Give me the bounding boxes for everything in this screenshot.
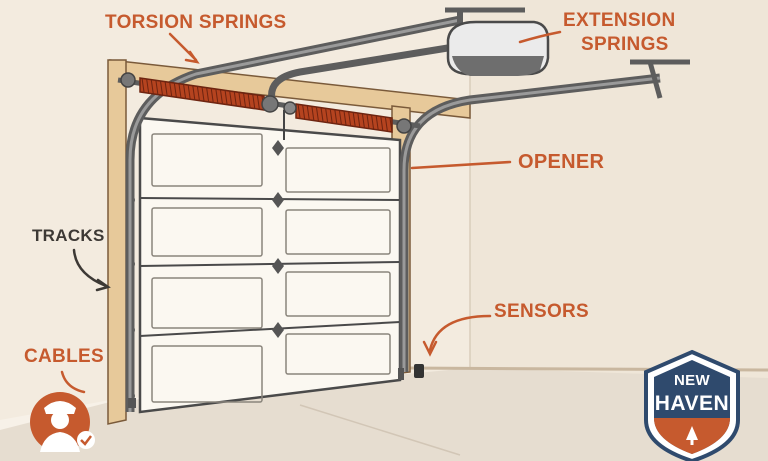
door-panel-insets	[151, 133, 391, 403]
label-opener: OPENER	[518, 151, 605, 173]
sensor-left	[128, 398, 136, 408]
badge-text-haven: HAVEN	[654, 392, 730, 415]
floor	[0, 368, 768, 461]
label-tracks: TRACKS	[32, 226, 105, 245]
tree-icon	[686, 426, 698, 445]
label-sensors: SENSORS	[494, 301, 590, 322]
opener-unit	[446, 20, 550, 76]
technician-check-icon	[30, 392, 95, 452]
left-jamb	[107, 59, 127, 425]
label-extension-line1: EXTENSION	[563, 10, 676, 31]
leader-lines	[60, 30, 562, 394]
label-cables: CABLES	[24, 346, 104, 367]
label-extension-line2: SPRINGS	[581, 34, 669, 55]
new-haven-badge	[644, 349, 740, 461]
badge-text-new: NEW	[674, 372, 710, 389]
sensor-right	[414, 364, 424, 378]
label-torsion-springs: TORSION SPRINGS	[105, 12, 287, 33]
